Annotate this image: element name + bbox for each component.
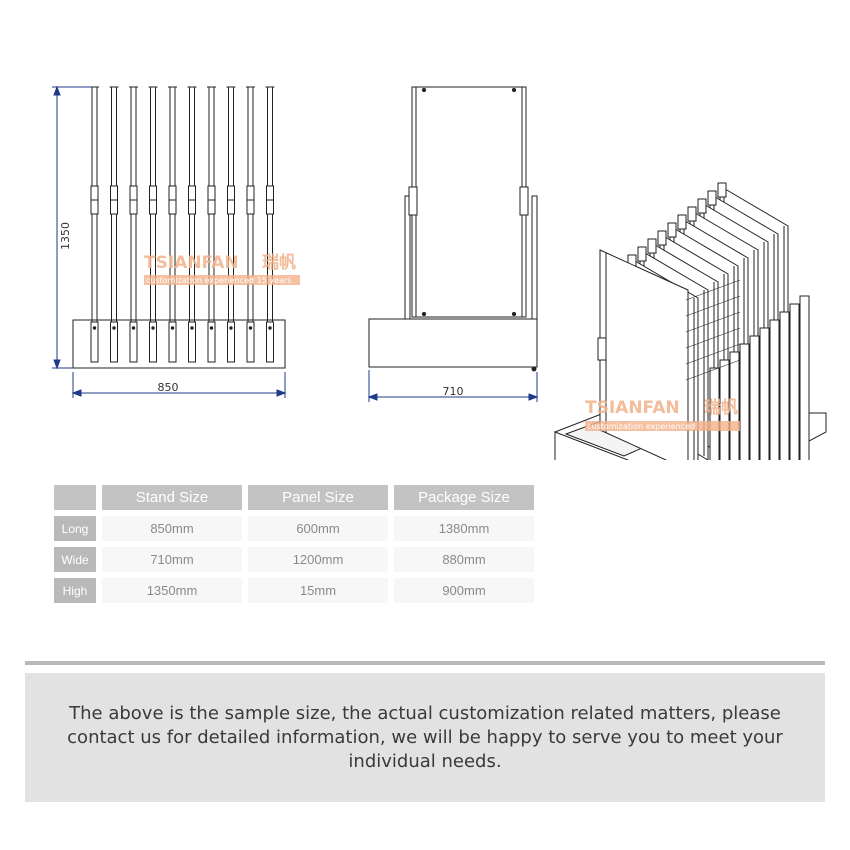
side-panel [411,86,527,318]
spec-cell: 1200mm [248,547,388,572]
spec-cell: 900mm [394,578,534,603]
watermark-tagline: customization experienced 15 years [146,276,291,285]
side-width-dimension [367,370,539,402]
front-panel [187,86,197,363]
side-base [368,318,538,368]
spec-header-package: Package Size [394,485,534,510]
front-panel [148,86,158,363]
front-panel [226,86,236,363]
spec-header-panel: Panel Size [248,485,388,510]
front-panel [265,86,275,363]
front-height-dimension [52,85,92,370]
front-height-label: 1350 [59,222,72,250]
spec-cell: 600mm [248,516,388,541]
watermark-brand: TSIANFAN [144,253,239,273]
note-box: The above is the sample size, the actual… [25,673,825,802]
spec-cell: 710mm [102,547,242,572]
front-panel [246,86,255,363]
spec-row-label: Long [54,516,96,541]
spec-row-wide: Wide 710mm 1200mm 880mm [54,547,544,572]
isometric-view-drawing [553,182,827,460]
front-panel [90,86,99,363]
front-panel [207,86,216,363]
technical-drawings: 1350 850 TSIANFAN 瑞帆 customization exper… [52,85,827,460]
iso-front-panel [599,249,741,460]
spec-table: Stand Size Panel Size Package Size Long … [54,485,544,609]
front-panels [90,86,275,363]
spec-header-corner [54,485,96,510]
spec-header-stand: Stand Size [102,485,242,510]
front-width-dimension [71,372,287,398]
spec-row-label: Wide [54,547,96,572]
spec-row-label: High [54,578,96,603]
iso-panels [599,182,810,460]
note-text: The above is the sample size, the actual… [67,702,783,772]
side-view-drawing [368,86,538,372]
spec-header-row: Stand Size Panel Size Package Size [54,485,544,510]
spec-row-high: High 1350mm 15mm 900mm [54,578,544,603]
spec-cell: 15mm [248,578,388,603]
front-width-label: 850 [158,381,179,394]
section-divider [25,661,825,665]
watermark-tagline-iso: customization experienced [587,422,695,431]
front-panel [129,86,138,363]
spec-row-long: Long 850mm 600mm 1380mm [54,516,544,541]
iso-base-front [554,431,630,460]
spec-cell: 850mm [102,516,242,541]
spec-cell: 880mm [394,547,534,572]
spec-cell: 1350mm [102,578,242,603]
spec-cell: 1380mm [394,516,534,541]
front-panel [168,86,177,363]
watermark-brand-cn-iso: 瑞帆 [704,397,738,418]
watermark-brand-cn: 瑞帆 [262,252,296,273]
watermark-front: TSIANFAN 瑞帆 customization experienced 15… [144,252,300,285]
front-panel [109,86,119,363]
side-width-label: 710 [443,385,464,398]
front-view-drawing [72,86,286,369]
watermark-iso: TSIANFAN 瑞帆 customization experienced [585,397,740,431]
watermark-brand-iso: TSIANFAN [585,398,680,418]
